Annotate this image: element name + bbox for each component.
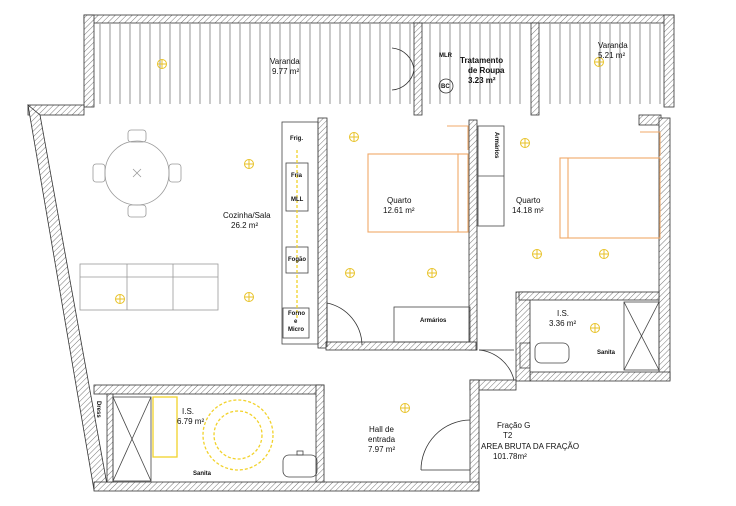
furniture — [79, 121, 661, 482]
varanda-right-area: 5.21 m² — [598, 51, 625, 60]
varanda-left-area: 9.77 m² — [272, 67, 299, 76]
ceiling-light-icon — [532, 249, 542, 259]
is-left-area: 6.79 m² — [177, 417, 204, 426]
mll-label: MLL — [291, 197, 304, 203]
ceiling-light-icon — [520, 138, 530, 148]
room-labels: Varanda 9.77 m² MLR BC Tratamento de Rou… — [177, 41, 628, 454]
sanita-right-label: Sanita — [597, 350, 616, 356]
fogao-label: Fogão — [288, 257, 306, 263]
fraction-type: T2 — [503, 431, 513, 440]
fraction-area-value: 101.78m² — [493, 452, 527, 461]
cozinha-name: Cozinha/Sala — [223, 211, 271, 220]
hall-name: Hall de — [369, 425, 394, 434]
mlr-label: MLR — [439, 53, 453, 59]
sanita-left-label: Sanita — [193, 471, 212, 477]
dress-label: Dress — [95, 401, 101, 418]
is-left-name: I.S. — [182, 407, 194, 416]
fraction-area-label: AREA BRUTA DA FRAÇÃO — [481, 442, 579, 451]
tratamento-name: Tratamento — [460, 56, 503, 65]
balcony-decking — [99, 24, 661, 104]
ceiling-light-icon — [590, 323, 600, 333]
doors — [326, 47, 515, 471]
kitchen-counter — [281, 121, 319, 345]
ceiling-light-icon — [115, 294, 125, 304]
bed-quarto-2 — [559, 157, 661, 239]
ceiling-light-icon — [400, 403, 410, 413]
fria-label: Fria — [291, 173, 303, 179]
appliance-labels: Frig. Fria MLL Fogão Forno e Micro Armár… — [95, 132, 616, 477]
forno-label-2: e — [294, 319, 298, 325]
quarto2-area: 14.18 m² — [512, 206, 544, 215]
ceiling-lights — [115, 57, 609, 413]
sofa — [79, 263, 219, 311]
bc-label: BC — [441, 84, 450, 90]
quarto1-area: 12.61 m² — [383, 206, 415, 215]
ceiling-light-icon — [349, 132, 359, 142]
ceiling-light-icon — [157, 59, 167, 69]
is-right-name: I.S. — [557, 309, 569, 318]
frig-label: Frig. — [290, 136, 303, 142]
ceiling-light-icon — [244, 159, 254, 169]
fraction-title: Fração G — [497, 421, 530, 430]
ceiling-light-icon — [427, 268, 437, 278]
tratamento-name2: de Roupa — [468, 66, 505, 75]
hall-area: 7.97 m² — [368, 445, 395, 454]
bed-quarto-1 — [367, 153, 469, 233]
ceiling-light-icon — [594, 57, 604, 67]
armarios-q1-label: Armários — [420, 318, 447, 324]
is-right-area: 3.36 m² — [549, 319, 576, 328]
forno-label-3: Micro — [288, 327, 304, 333]
tratamento-area: 3.23 m² — [468, 76, 496, 85]
cozinha-area: 26.2 m² — [231, 221, 258, 230]
ceiling-light-icon — [599, 249, 609, 259]
varanda-right-name: Varanda — [598, 41, 628, 50]
varanda-left-name: Varanda — [270, 57, 300, 66]
armarios-q2-label: Armários — [493, 132, 499, 159]
hall-name2: entrada — [368, 435, 396, 444]
forno-label-1: Forno — [288, 311, 305, 317]
walls — [27, 14, 675, 492]
quarto2-name: Quarto — [516, 196, 541, 205]
ceiling-light-icon — [244, 292, 254, 302]
wardrobe-quarto-1 — [393, 306, 471, 343]
quarto1-name: Quarto — [387, 196, 412, 205]
fraction-info: Fração G T2 AREA BRUTA DA FRAÇÃO 101.78m… — [481, 421, 579, 461]
ceiling-light-icon — [345, 268, 355, 278]
